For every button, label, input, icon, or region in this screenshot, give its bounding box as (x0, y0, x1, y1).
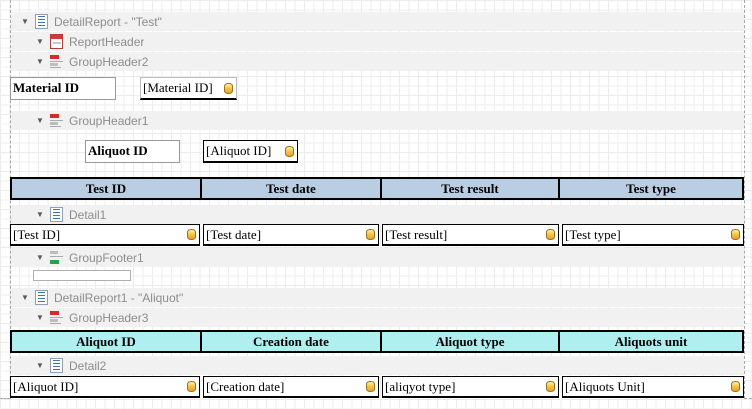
creation-date-header-cell[interactable]: Creation date (199, 332, 380, 351)
field-text: [Test result] (385, 226, 448, 242)
aliquot-id-label[interactable]: Aliquot ID (85, 140, 180, 163)
aliquot-table-header-row: Aliquot ID Creation date Aliquot type Al… (10, 330, 744, 353)
collapse-arrow-icon[interactable]: ▼ (36, 115, 44, 125)
band-label: ReportHeader (69, 34, 145, 49)
bottom-margin-guide (0, 398, 10, 399)
field-binding-icon[interactable] (546, 381, 555, 392)
field-text: [Aliquot ID] (206, 143, 272, 158)
band-label: Detail2 (69, 358, 107, 373)
aliquot-id-header-cell[interactable]: Aliquot ID (12, 332, 200, 351)
field-text: [Creation date] (206, 378, 285, 394)
creation-date-field[interactable]: [Creation date] (203, 376, 379, 398)
test-id-header-cell[interactable]: Test ID (12, 179, 200, 198)
collapse-arrow-icon[interactable]: ▼ (36, 56, 44, 66)
test-type-field[interactable]: [Test type] (562, 224, 744, 246)
field-text: [aliqyot type] (385, 378, 456, 394)
material-id-field[interactable]: [Material ID] (140, 77, 237, 100)
field-text: [Material ID] (143, 80, 213, 95)
aliquot-id-detail-field[interactable]: [Aliquot ID] (10, 376, 200, 398)
field-binding-icon[interactable] (187, 229, 196, 240)
band-label: DetailReport - "Test" (54, 14, 162, 29)
collapse-arrow-icon[interactable]: ▼ (36, 36, 44, 46)
collapse-arrow-icon[interactable]: ▼ (36, 360, 44, 370)
detail-report-band-icon (35, 14, 48, 29)
aliquots-unit-header-cell[interactable]: Aliquots unit (558, 332, 742, 351)
band-row-groupfooter1[interactable]: ▼ GroupFooter1 (11, 248, 744, 267)
aliquot-type-header-cell[interactable]: Aliquot type (379, 332, 558, 351)
empty-textbox[interactable] (33, 270, 131, 281)
group-header-band-icon (50, 54, 63, 69)
detail-band-icon (50, 207, 63, 222)
group-header-band-icon (50, 310, 63, 325)
band-row-detail2[interactable]: ▼ Detail2 (11, 356, 744, 375)
field-binding-icon[interactable] (366, 229, 375, 240)
group-footer-band-icon (50, 250, 63, 265)
band-label: GroupHeader3 (69, 310, 149, 325)
report-header-band-icon (50, 34, 63, 49)
test-date-field[interactable]: [Test date] (203, 224, 379, 246)
band-label: GroupHeader2 (69, 54, 149, 69)
detail-band-icon (50, 358, 63, 373)
field-binding-icon[interactable] (546, 229, 555, 240)
band-row-groupheader2[interactable]: ▼ GroupHeader2 (11, 52, 744, 71)
bottom-margin-guide (744, 398, 752, 399)
test-date-header-cell[interactable]: Test date (199, 179, 380, 198)
band-label: DetailReport1 - "Aliquot" (54, 290, 184, 305)
band-row-reportheader[interactable]: ▼ ReportHeader (11, 32, 744, 51)
band-row-detailreport1-aliquot[interactable]: ▼ DetailReport1 - "Aliquot" (11, 288, 744, 307)
collapse-arrow-icon[interactable]: ▼ (21, 292, 29, 302)
band-label: Detail1 (69, 207, 107, 222)
test-result-header-cell[interactable]: Test result (379, 179, 558, 198)
collapse-arrow-icon[interactable]: ▼ (36, 209, 44, 219)
field-binding-icon[interactable] (224, 82, 233, 94)
band-label: GroupHeader1 (69, 113, 149, 128)
field-text: [Test ID] (13, 226, 61, 242)
field-text: [Aliquot ID] (13, 378, 79, 394)
field-text: [Test date] (206, 226, 262, 242)
field-binding-icon[interactable] (366, 381, 375, 392)
test-result-field[interactable]: [Test result] (382, 224, 559, 246)
band-row-detailreport-test[interactable]: ▼ DetailReport - "Test" (11, 12, 744, 31)
collapse-arrow-icon[interactable]: ▼ (36, 252, 44, 262)
collapse-arrow-icon[interactable]: ▼ (36, 312, 44, 322)
band-label: GroupFooter1 (69, 250, 144, 265)
aliquot-type-field[interactable]: [aliqyot type] (382, 376, 559, 398)
test-id-field[interactable]: [Test ID] (10, 224, 200, 246)
test-type-header-cell[interactable]: Test type (558, 179, 742, 198)
field-binding-icon[interactable] (731, 229, 740, 240)
right-margin-guide (744, 0, 745, 399)
band-row-groupheader1[interactable]: ▼ GroupHeader1 (11, 111, 744, 130)
band-row-groupheader3[interactable]: ▼ GroupHeader3 (11, 308, 744, 327)
field-binding-icon[interactable] (731, 381, 740, 392)
material-id-label[interactable]: Material ID (10, 77, 116, 100)
test-table-header-row: Test ID Test date Test result Test type (10, 177, 744, 200)
field-text: [Test type] (565, 226, 621, 242)
group-header-band-icon (50, 113, 63, 128)
field-binding-icon[interactable] (285, 145, 294, 157)
detail-report-band-icon (35, 290, 48, 305)
aliquot-id-field[interactable]: [Aliquot ID] (203, 140, 298, 163)
band-row-detail1[interactable]: ▼ Detail1 (11, 205, 744, 224)
aliquots-unit-field[interactable]: [Aliquots Unit] (562, 376, 744, 398)
collapse-arrow-icon[interactable]: ▼ (21, 16, 29, 26)
field-binding-icon[interactable] (187, 381, 196, 392)
field-text: [Aliquots Unit] (565, 378, 645, 394)
